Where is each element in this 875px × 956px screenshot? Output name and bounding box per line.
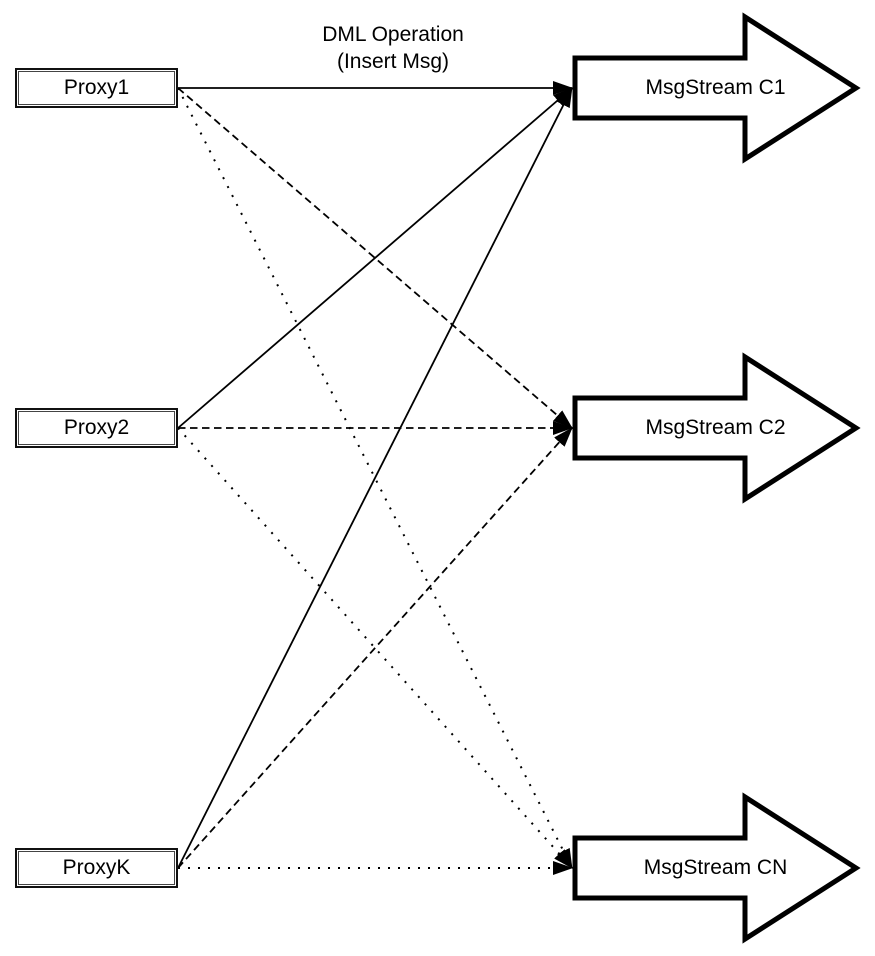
proxy2-node: Proxy2 bbox=[15, 408, 178, 448]
edge-proxyK-c2 bbox=[177, 427, 573, 869]
proxy-to-stream-edges bbox=[177, 81, 573, 875]
proxy2-label: Proxy2 bbox=[63, 416, 130, 439]
msgstream-arrow-shapes bbox=[572, 12, 861, 944]
proxy1-node: Proxy1 bbox=[15, 68, 178, 108]
edge-proxy2-c1 bbox=[177, 87, 573, 429]
msgstream-cn-arrow-shape bbox=[572, 792, 861, 944]
msgstream-c2-arrow-shape bbox=[572, 352, 861, 504]
msgstream-c1-arrow-shape bbox=[572, 12, 861, 164]
diagram-title: DML Operation (Insert Msg) bbox=[243, 21, 543, 75]
proxyk-node: ProxyK bbox=[15, 848, 178, 888]
edge-proxyK-c1 bbox=[177, 87, 573, 869]
edge-proxy1-c2 bbox=[177, 87, 573, 429]
proxy1-label: Proxy1 bbox=[63, 76, 130, 99]
proxyk-label: ProxyK bbox=[62, 856, 131, 879]
title-line-1: DML Operation bbox=[322, 23, 464, 46]
title-line-2: (Insert Msg) bbox=[336, 50, 449, 73]
